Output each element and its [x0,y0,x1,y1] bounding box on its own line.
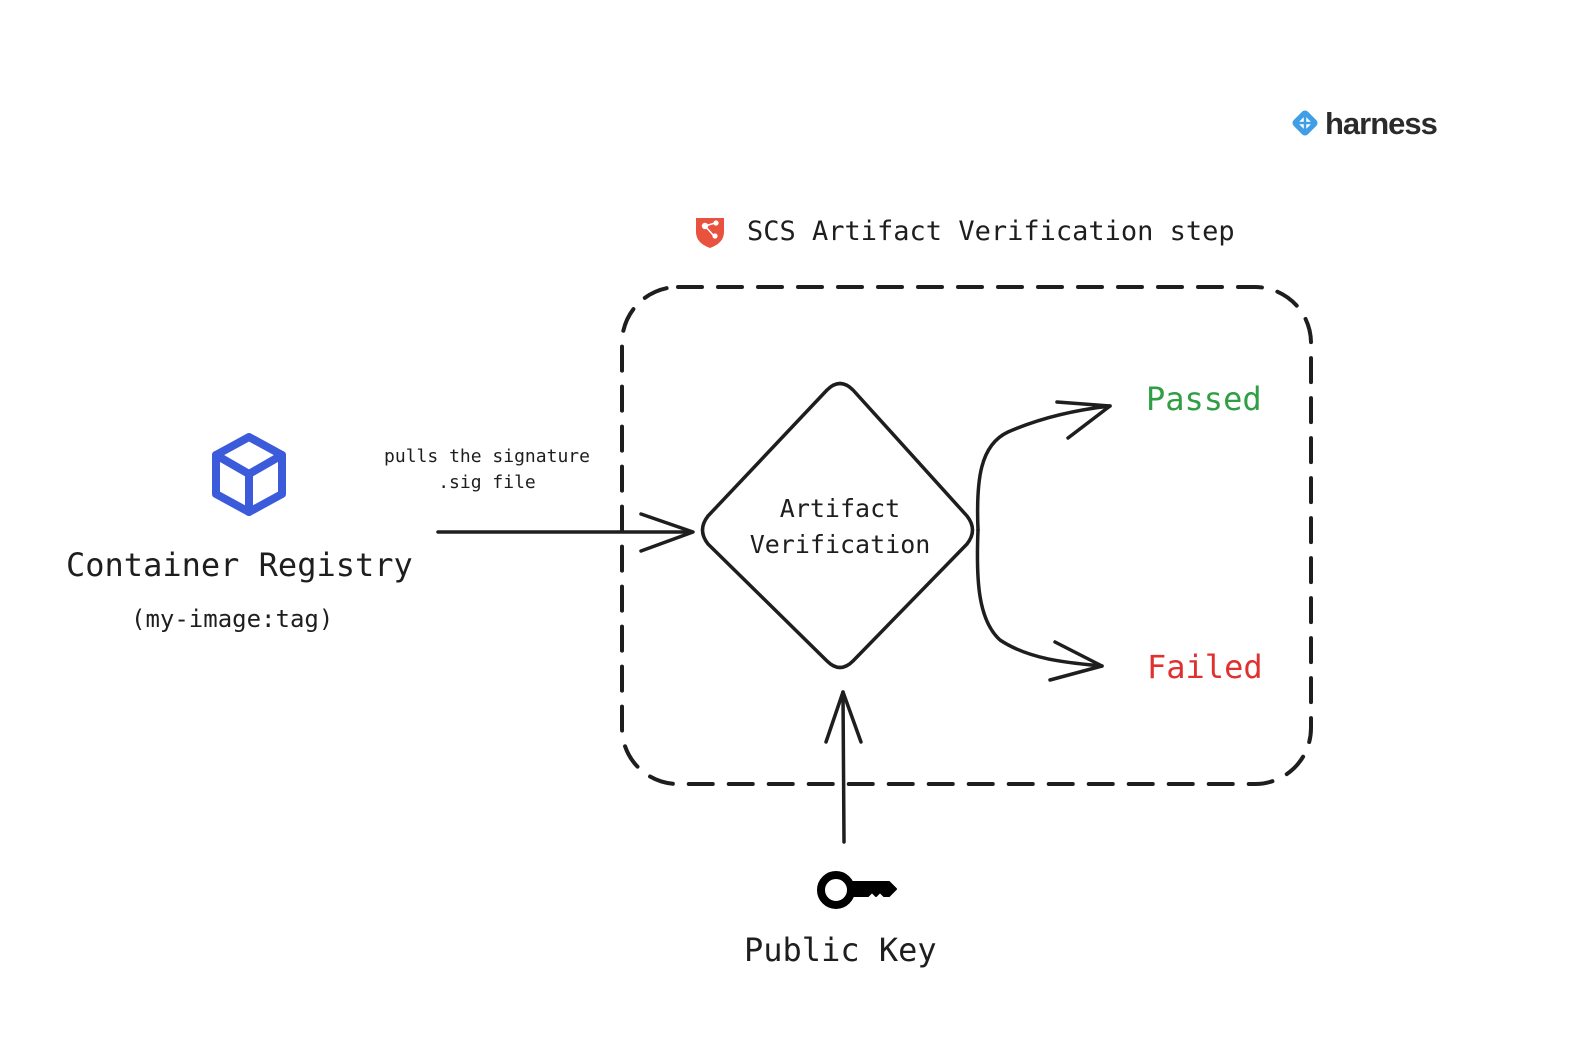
decision-label-line-1: Artifact [779,494,901,523]
failed-outcome: Failed [1147,648,1263,686]
decision-label: Artifact Verification [712,491,968,563]
verification-diamond [700,381,975,670]
pull-signature-arrow [436,512,695,553]
pull-signature-line-2: .sig file [438,472,536,493]
key-icon [817,871,897,909]
failed-arrow [975,528,1104,682]
pull-signature-line-1: pulls the signature [384,446,590,467]
container-registry-label: Container Registry [66,546,413,584]
step-title: SCS Artifact Verification step [747,216,1235,247]
verification-step-boundary [620,285,1313,786]
scs-shield-icon [696,218,724,248]
image-tag-label: (my-image:tag) [131,605,334,633]
container-cube-icon [212,433,286,516]
harness-logo-icon [1292,110,1318,136]
public-key-label: Public Key [744,931,937,969]
pull-signature-label: pulls the signature .sig file [380,444,594,496]
passed-arrow [975,400,1112,532]
public-key-arrow [824,690,863,844]
decision-label-line-2: Verification [749,530,931,559]
passed-outcome: Passed [1146,380,1262,418]
harness-wordmark: harness [1325,106,1438,141]
